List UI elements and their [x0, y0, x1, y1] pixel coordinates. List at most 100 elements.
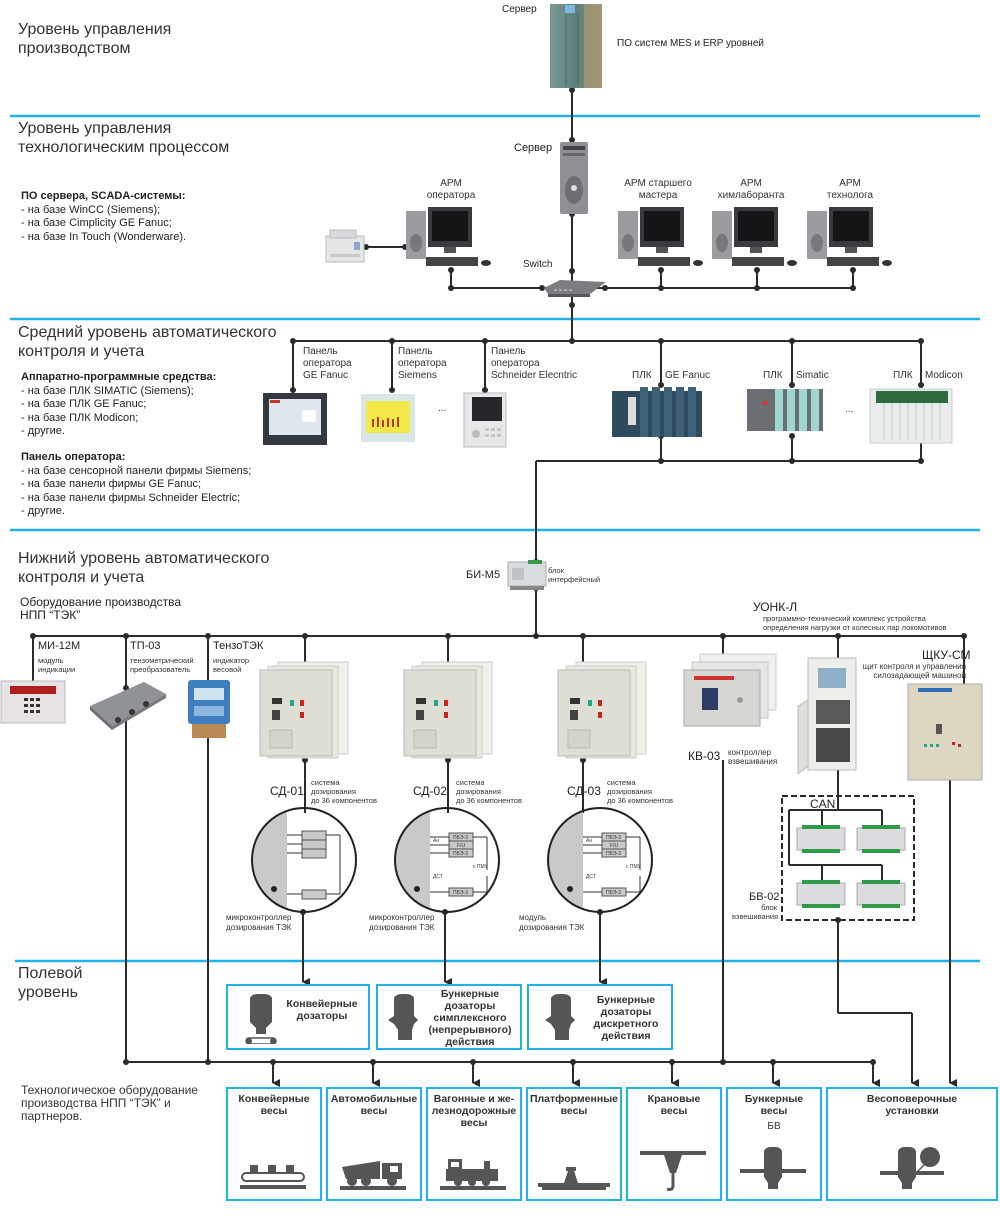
bv02-dashed-group: [781, 795, 915, 921]
sd03-cabinet-icon: [557, 661, 647, 759]
plc-ge-fanuc-icon: [612, 387, 702, 437]
svg-text:ДСТ: ДСТ: [433, 874, 443, 880]
sd02-cabinet-icon: [403, 661, 493, 759]
circuit-pbe-label: ПБЭ-3: [453, 835, 468, 841]
top-server-label: Сервер: [502, 4, 537, 15]
plc-modicon-type: ПЛК: [893, 370, 913, 381]
plcs-ellipsis: ...: [845, 404, 854, 415]
bunker-scale-sub-label: БВ: [767, 1121, 781, 1132]
tower-server-icon: [560, 142, 588, 214]
uonk-name: УОНК-Л: [753, 600, 798, 614]
sd03-name: СД-03: [567, 784, 601, 798]
sd01-cabinet-icon: [259, 661, 349, 759]
svg-text:с ПМУ: с ПМУ: [473, 864, 489, 870]
plc-ge-type: ПЛК: [632, 370, 652, 381]
bim5-name: БИ-М5: [466, 569, 501, 581]
uonk-desc: программно-технический комплекс устройст…: [763, 614, 947, 632]
crane-hook-icon: [640, 1151, 706, 1191]
truck-icon: [340, 1161, 406, 1190]
svg-text:Ан: Ан: [586, 838, 592, 844]
tp03-name: ТП-03: [130, 640, 161, 652]
scada-notes: ПО сервера, SCADA-системы: - на базе Win…: [21, 190, 187, 243]
sd01-name: СД-01: [270, 784, 304, 798]
can-bus-label: CAN: [810, 797, 836, 811]
tenzotek-name: ТензоТЭК: [213, 640, 264, 652]
sd02-name: СД-02: [413, 784, 447, 798]
panels-ellipsis: ...: [438, 403, 447, 414]
kv03-weighing-controller-icon: [683, 653, 777, 727]
workstation-operator-icon: [406, 207, 491, 266]
svg-text:ПБЭ-3: ПБЭ-3: [606, 851, 621, 857]
shku-name: ЩКУ-СМ: [922, 648, 971, 662]
calibration-icon: [880, 1147, 944, 1189]
svg-text:F/U: F/U: [457, 843, 465, 849]
level-separators: [10, 114, 980, 963]
shku-control-panel-icon: [907, 683, 983, 781]
svg-text:ПБЭ-3: ПБЭ-3: [453, 851, 468, 857]
svg-text:с ПМУ: с ПМУ: [626, 864, 642, 870]
bv02-name: БВ-02: [749, 891, 780, 903]
plc-modicon-name: Modicon: [925, 370, 963, 381]
hmi-panel-schneider-icon: [463, 392, 507, 448]
mainframe-server-icon: [550, 4, 602, 88]
sd01-circuit-diagram: [251, 807, 357, 913]
tp03-transducer-icon: [90, 682, 166, 730]
svg-text:ДСТ: ДСТ: [586, 874, 596, 880]
hmi-panel-siemens-icon: [361, 394, 415, 442]
svg-text:Ан: Ан: [433, 838, 439, 844]
kv03-name: КВ-03: [688, 749, 721, 763]
plc-simatic-type: ПЛК: [763, 370, 783, 381]
bv02-module-icon: [796, 880, 846, 908]
bv02-module-icon: [856, 825, 906, 853]
conveyor-icon: [240, 1165, 306, 1189]
hmi-panel-ge-fanuc-icon: [263, 393, 327, 445]
tenzotek-weight-indicator-icon: [188, 680, 230, 738]
bv02-module-icon: [856, 880, 906, 908]
plc-ge-name: GE Fanuc: [665, 370, 711, 381]
svg-text:ПБЭ-3: ПБЭ-3: [606, 835, 621, 841]
conveyor-doser-icon: [245, 994, 277, 1044]
switch-label: Switch: [523, 259, 553, 270]
workstation-master-icon: [618, 207, 703, 266]
svg-text:ПБЭ-3: ПБЭ-3: [453, 890, 468, 896]
network-switch-icon: [544, 280, 606, 297]
bunker-doser-icon: [388, 994, 418, 1040]
plc-modicon-icon: [869, 388, 953, 444]
